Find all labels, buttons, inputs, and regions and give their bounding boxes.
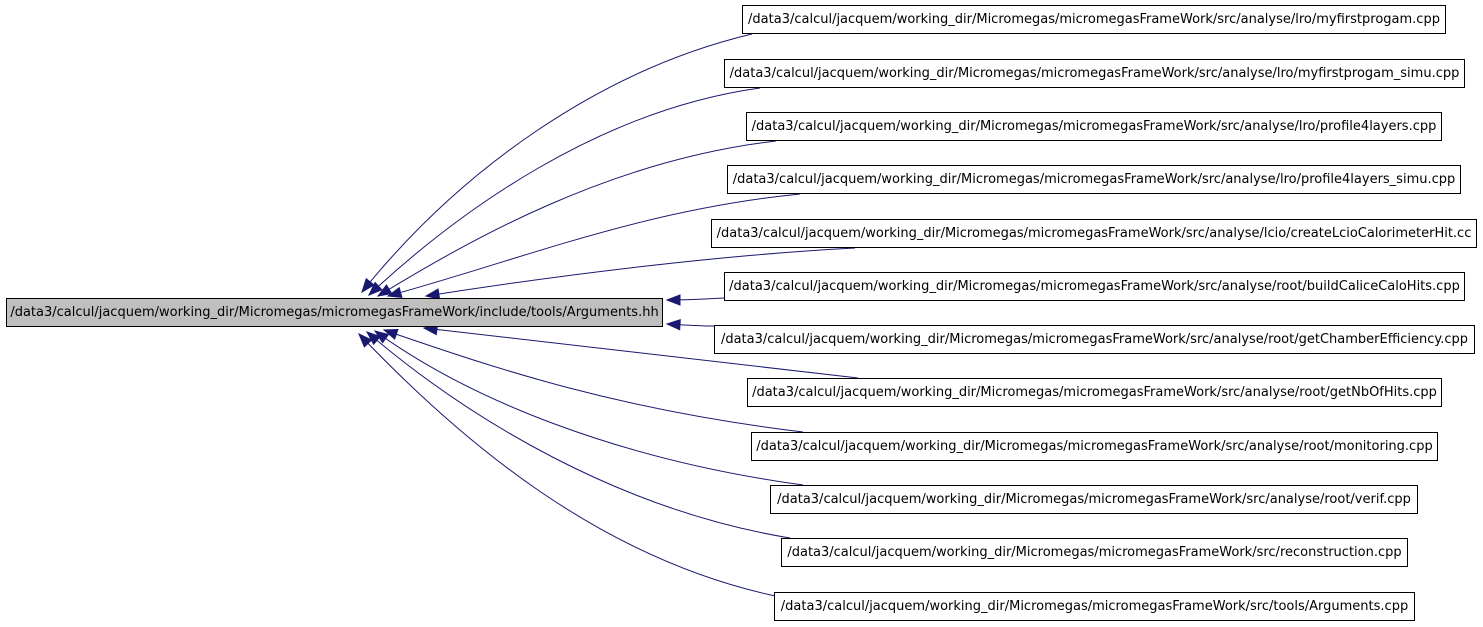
- includer-node-reconstruction[interactable]: /data3/calcul/jacquem/working_dir/Microm…: [781, 538, 1408, 567]
- edge-0: [361, 33, 753, 293]
- edge-3: [387, 193, 801, 297]
- edge-2: [377, 140, 777, 297]
- edge-10: [366, 331, 791, 539]
- arrowhead-11: [358, 332, 373, 348]
- includer-node-getchamberefficiency[interactable]: /data3/calcul/jacquem/working_dir/Microm…: [714, 325, 1475, 354]
- arrowhead-10: [365, 331, 381, 346]
- arrowhead-6: [665, 319, 681, 331]
- arrowhead-3: [386, 286, 403, 298]
- edge-1: [368, 87, 761, 296]
- arrowhead-1: [367, 281, 383, 296]
- includer-node-profile4layers[interactable]: /data3/calcul/jacquem/working_dir/Microm…: [746, 112, 1442, 141]
- includer-node-myfirstprogam[interactable]: /data3/calcul/jacquem/working_dir/Microm…: [742, 5, 1446, 34]
- edge-11: [358, 333, 781, 598]
- arrowhead-4: [424, 288, 441, 300]
- includer-node-monitoring[interactable]: /data3/calcul/jacquem/working_dir/Microm…: [751, 432, 1438, 461]
- edge-4: [425, 247, 856, 297]
- arrowhead-2: [376, 284, 393, 297]
- arrowhead-8: [382, 328, 399, 340]
- includer-node-arguments-cpp[interactable]: /data3/calcul/jacquem/working_dir/Microm…: [774, 592, 1415, 621]
- includer-node-getnbofhits[interactable]: /data3/calcul/jacquem/working_dir/Microm…: [747, 378, 1442, 407]
- edge-8: [383, 329, 804, 433]
- arrowhead-0: [361, 277, 375, 294]
- edge-9: [374, 330, 804, 486]
- includer-node-verif[interactable]: /data3/calcul/jacquem/working_dir/Microm…: [770, 485, 1418, 514]
- includer-node-createlciocalorimeterhit[interactable]: /data3/calcul/jacquem/working_dir/Microm…: [711, 219, 1477, 248]
- arrowhead-5: [665, 294, 681, 306]
- includer-node-profile4layers-simu[interactable]: /data3/calcul/jacquem/working_dir/Microm…: [727, 165, 1461, 194]
- root-node: /data3/calcul/jacquem/working_dir/Microm…: [6, 298, 663, 327]
- includer-node-myfirstprogam-simu[interactable]: /data3/calcul/jacquem/working_dir/Microm…: [724, 59, 1465, 88]
- includer-node-buildcalicecalohits[interactable]: /data3/calcul/jacquem/working_dir/Microm…: [724, 272, 1465, 301]
